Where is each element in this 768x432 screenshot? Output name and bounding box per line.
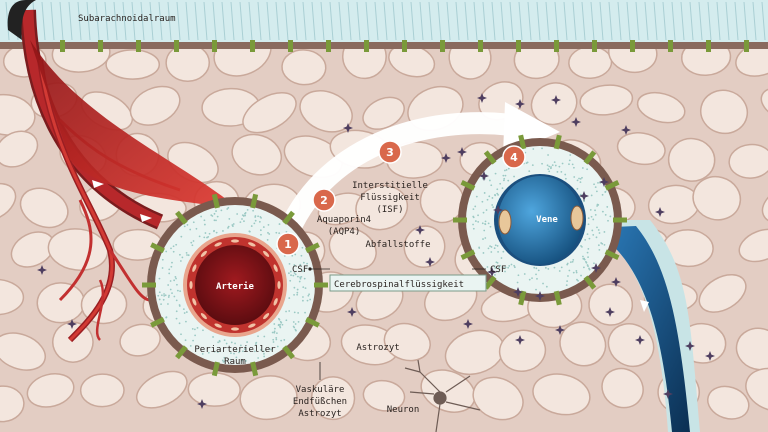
csf-right-label: CSF xyxy=(490,265,506,275)
svg-text:Vaskuläre: Vaskuläre xyxy=(296,385,345,395)
svg-text:Interstitielle: Interstitielle xyxy=(352,181,428,191)
step-badge-1: 1 xyxy=(276,232,300,256)
vein-label: Vene xyxy=(536,215,558,225)
svg-text:3: 3 xyxy=(386,146,394,159)
neuron-illustration xyxy=(404,359,481,432)
svg-text:Astrozyt: Astrozyt xyxy=(298,409,341,419)
csf-callout: CSF Cerebrospinalflüssigkeit CSF xyxy=(292,265,506,292)
svg-text:(ISF): (ISF) xyxy=(376,205,403,215)
svg-text:Endfüßchen: Endfüßchen xyxy=(293,397,347,407)
svg-text:Raum: Raum xyxy=(224,357,246,367)
vein-cross-section xyxy=(453,134,627,306)
neuron-label: Neuron xyxy=(387,405,420,415)
isf-label: Interstitielle Flüssigkeit (ISF) xyxy=(352,181,428,215)
astrocyte-label: Astrozyt xyxy=(356,343,399,353)
svg-text:Flüssigkeit: Flüssigkeit xyxy=(360,193,420,203)
artery-label: Arterie xyxy=(216,281,255,292)
step-badge-4: 4 xyxy=(502,145,526,169)
svg-text:1: 1 xyxy=(284,238,292,251)
periarterial-label: Periarterieller Raum xyxy=(194,345,276,367)
svg-text:Periarterieller: Periarterieller xyxy=(194,345,276,355)
subarachnoid-label: Subarachnoidalraum xyxy=(78,14,176,24)
descending-artery xyxy=(7,0,240,343)
subarachnoid-space xyxy=(0,0,768,52)
waste-label: Abfallstoffe xyxy=(365,240,430,250)
endfeet-label: Vaskuläre Endfüßchen Astrozyt xyxy=(293,362,347,419)
aquaporin-label: Aquaporin4 (AQP4) xyxy=(317,215,371,237)
csf-left-label: CSF xyxy=(292,265,308,275)
draining-vein xyxy=(580,220,700,432)
svg-text:4: 4 xyxy=(510,151,518,164)
svg-text:Aquaporin4: Aquaporin4 xyxy=(317,215,371,225)
csf-full-label: Cerebrospinalflüssigkeit xyxy=(334,280,464,290)
step-badge-3: 3 xyxy=(378,140,402,164)
svg-text:2: 2 xyxy=(320,194,328,207)
step-badge-2: 2 xyxy=(312,188,336,212)
svg-text:(AQP4): (AQP4) xyxy=(328,227,361,237)
waste-particles xyxy=(37,93,715,409)
